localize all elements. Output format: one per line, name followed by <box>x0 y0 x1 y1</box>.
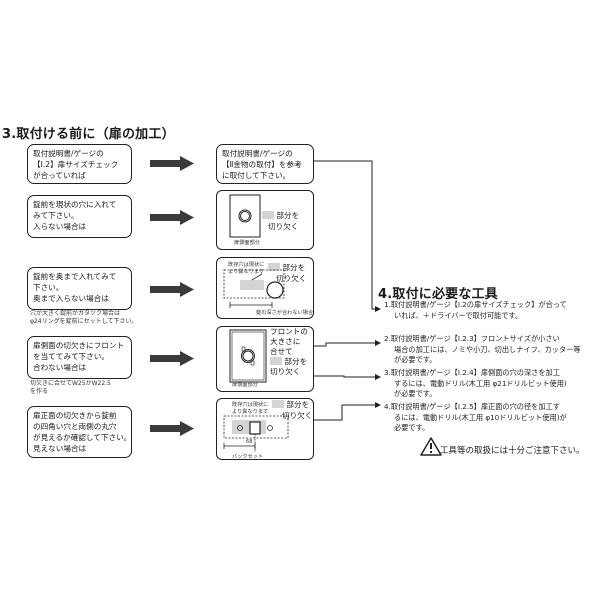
tool-line: 必要です。 <box>394 423 430 432</box>
panel-4-line: 部分を <box>284 357 308 366</box>
step-2-line: 入らない場合は <box>33 222 87 231</box>
connector-line <box>314 160 381 312</box>
step-3-box: 錠前を奥まで入れてみて 下さい。 奥まで入らない場合は <box>27 267 132 310</box>
tool-line: 1.取付説明書/ゲージ【Ⅰ.2の扉サイズチェック】が合って <box>384 300 567 309</box>
step-2-line: 錠前を現状の穴に入れて <box>33 200 117 209</box>
flow-arrow <box>150 282 194 297</box>
flow-arrow <box>150 210 194 225</box>
step-5-line: が見えるか確認して下さい。 <box>33 433 132 442</box>
step-4-note-line: 切欠きに合せてW25かW22.5 <box>30 380 111 387</box>
panel-3-drawing <box>223 269 285 308</box>
panel-1-line: 取付説明書/ゲージの <box>222 149 293 158</box>
step-4-line: を当ててみて下さい。 <box>33 352 109 361</box>
step-4-line: 扉側面の切欠きにフロント <box>33 341 125 350</box>
step-1-line: 取付説明書/ゲージの <box>33 149 104 158</box>
panel-3-note-2: より異なります <box>228 269 265 275</box>
panel-5-dim-label: バックセット <box>232 454 264 460</box>
tool-line: るには、電動ドリル(木工用 φ10ドリルビット使用)が <box>394 412 567 422</box>
tool-line: が必要です。 <box>394 389 437 398</box>
flow-arrow <box>150 421 194 436</box>
step-3-note-line: 穴が大きく錠前がガタツク場合は <box>30 310 121 317</box>
tool-line: するには、電動ドリル(木工用 φ21ドリルビット使用) <box>394 378 567 388</box>
panel-3-note-1: 既存穴は現状に <box>228 262 265 268</box>
tool-line: いれば、＋ドライバーで取付可能です。 <box>394 310 523 320</box>
panel-4-caption: 扉側面部分 <box>232 382 258 388</box>
step-3-note: 穴が大きく錠前がガタツク場合は φ24リングを錠前にセットして下さい。 <box>30 310 137 325</box>
tool-item-2: 2.取付説明書/ゲージ【Ⅰ.2.3】フロントサイズが小さい 場合の加工には、ノミ… <box>384 334 581 366</box>
panel-5-dim: 68 <box>246 439 253 445</box>
step-4-note: 切欠きに合せてW25かW22.5 を作る <box>30 380 111 395</box>
panel-4-drawing <box>229 329 267 383</box>
panel-5-drawing <box>223 415 289 452</box>
panel-3-cut-label: 部分を <box>268 262 305 273</box>
panel-5-cut-1: 部分を <box>286 400 310 409</box>
panel-2-caption: 扉側面部分 <box>234 240 260 246</box>
step-5-line: 見えない場合は <box>33 444 87 453</box>
tool-line: 場合の加工には、ノミや小刀、切出しナイフ、カッター等 <box>394 344 581 354</box>
panel-5-cut-label: 部分を <box>272 399 309 410</box>
panel-2-label-1: 部分を <box>276 211 300 220</box>
cut-area-swatch <box>262 211 274 219</box>
step-3-line: 錠前を奥まで入れてみて <box>33 272 117 281</box>
step-2-box: 錠前を現状の穴に入れて みて下さい。 入らない場合は <box>27 195 132 238</box>
tool-item-1: 1.取付説明書/ゲージ【Ⅰ.2の扉サイズチェック】が合って いれば、＋ドライバー… <box>384 300 567 321</box>
flow-arrow <box>150 351 194 366</box>
connector-line <box>314 402 381 421</box>
section3-title: 3.取付ける前に（扉の加工） <box>2 127 175 142</box>
step-1-line: 【Ⅰ.2】扉サイズチェック <box>33 160 119 169</box>
step-4-box: 扉側面の切欠きにフロント を当ててみて下さい。 合わない場合は <box>27 336 132 379</box>
panel-5-cut-2: 切り欠く <box>282 411 313 420</box>
panel-3-figure <box>216 257 314 319</box>
step-1-line: が合っていれば <box>33 171 86 180</box>
panel-3-cut-1: 部分を <box>282 263 306 272</box>
panel-4-line: 合せて <box>270 347 293 356</box>
caution-text: 工具等の取扱には十分ご注意下さい。 <box>440 446 585 456</box>
cut-area-swatch <box>268 263 280 271</box>
panel-4-line: フロントの <box>270 327 308 336</box>
panel-4-figure <box>216 326 314 392</box>
panel-5-note-1: 既存穴は現状に <box>232 402 269 408</box>
step-3-line: 奥まで入らない場合は <box>33 294 109 303</box>
step-3-note-line: φ24リングを錠前にセットして下さい。 <box>30 317 138 325</box>
panel-2-figure <box>216 190 314 250</box>
panel-2-drawing <box>229 194 261 238</box>
panel-4-line: 切り欠く <box>270 367 301 376</box>
step-4-line: 合わない場合は <box>33 363 87 372</box>
cut-area-swatch <box>270 357 282 365</box>
warning-icon <box>420 437 442 456</box>
cut-area-swatch <box>272 400 284 408</box>
panel-1-box: 取付説明書/ゲージの 【Ⅱ金物の取付】を参考 に取付して下さい。 <box>216 144 314 184</box>
connector-line <box>314 374 381 380</box>
step-2-line: みて下さい。 <box>33 211 79 220</box>
connector-line <box>314 340 381 347</box>
panel-2-label: 部分を <box>262 210 299 221</box>
flow-arrow <box>150 156 194 171</box>
step-4-note-line: を作る <box>30 387 49 395</box>
section4-title: 4.取付に必要な工具 <box>378 287 498 302</box>
panel-1-line: に取付して下さい。 <box>222 171 291 180</box>
panel-4-label: フロントの 大きさに 合せて 部分を 切り欠く <box>270 327 308 377</box>
step-5-line: 扉正面の切欠きから錠前 <box>33 411 117 420</box>
step-3-line: 下さい。 <box>33 283 64 292</box>
tool-line: 3.取付説明書/ゲージ【Ⅰ.2.4】扉側面の穴の深さを加工 <box>384 368 560 377</box>
tool-line: 4.取付説明書/ゲージ【Ⅰ.2.5】扉正面の穴の径を加工す <box>384 402 560 411</box>
step-1-box: 取付説明書/ゲージの 【Ⅰ.2】扉サイズチェック が合っていれば <box>27 144 132 184</box>
panel-5-note-2: より異なります <box>232 409 269 415</box>
panel-2-label-2: 切り欠く <box>268 222 299 231</box>
panel-3-caption: 錠の深さが合わない場合 <box>256 310 314 316</box>
panel-1-line: 【Ⅱ金物の取付】を参考 <box>222 160 302 169</box>
step-5-line: の四角い穴と両側の丸穴 <box>33 422 117 431</box>
tool-line: が必要です。 <box>394 355 437 364</box>
tool-item-4: 4.取付説明書/ゲージ【Ⅰ.2.5】扉正面の穴の径を加工す るには、電動ドリル(… <box>384 402 567 434</box>
step-5-box: 扉正面の切欠きから錠前 の四角い穴と両側の丸穴 が見えるか確認して下さい。 見え… <box>27 406 132 458</box>
panel-3-cut-2: 切り欠く <box>276 274 307 283</box>
panel-4-line: 大きさに <box>270 337 301 346</box>
tool-line: 2.取付説明書/ゲージ【Ⅰ.2.3】フロントサイズが小さい <box>384 334 560 343</box>
tool-item-3: 3.取付説明書/ゲージ【Ⅰ.2.4】扉側面の穴の深さを加工 するには、電動ドリル… <box>384 368 567 400</box>
